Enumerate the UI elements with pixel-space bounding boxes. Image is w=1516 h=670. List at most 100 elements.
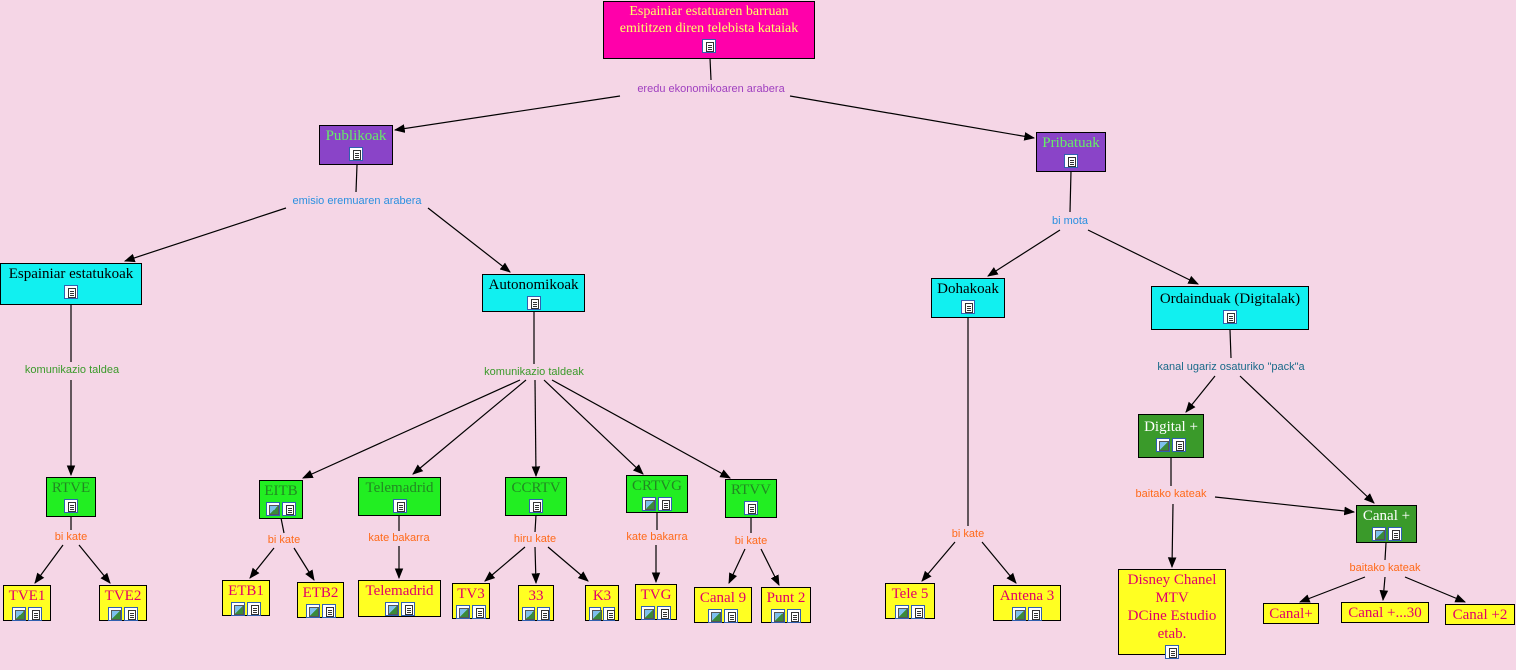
node-label: Publikoak [325, 128, 387, 144]
node-tvg[interactable]: TVG [635, 584, 677, 620]
image-icon[interactable] [522, 607, 535, 621]
node-label: Pribatuak [1042, 135, 1100, 151]
node-tele-5[interactable]: Tele 5 [885, 583, 935, 619]
node-publikoak[interactable]: Publikoak [319, 125, 393, 165]
image-icon[interactable] [384, 602, 399, 616]
node-autonomikoak[interactable]: Autonomikoak [482, 274, 585, 312]
node-label: Tele 5 [891, 586, 929, 602]
document-icon[interactable] [603, 607, 615, 621]
node-etb2[interactable]: ETB2 [297, 582, 344, 618]
document-icon[interactable] [124, 607, 138, 621]
image-icon[interactable] [456, 605, 470, 619]
node-label: Canal +...30 [1348, 605, 1422, 621]
document-icon[interactable] [349, 147, 363, 161]
link-label: bi mota [1049, 215, 1091, 227]
image-icon[interactable] [12, 607, 26, 621]
document-icon[interactable] [282, 502, 296, 516]
node-k3[interactable]: K3 [585, 585, 619, 621]
node-disney-chanel[interactable]: Disney Chanel MTV DCine Estudio etab. [1118, 569, 1226, 659]
node-tve1[interactable]: TVE1 [3, 585, 51, 621]
node-canal-plus-2[interactable]: Canal +2 [1445, 604, 1515, 625]
document-icon[interactable] [64, 499, 78, 513]
node-eitb[interactable]: EITB [259, 480, 303, 519]
link-label: bi kate [732, 535, 770, 547]
document-icon[interactable] [911, 605, 925, 619]
node-rtvv[interactable]: RTVV [725, 479, 777, 518]
node-ordainduak[interactable]: Ordainduak (Digitalak) [1151, 286, 1309, 330]
node-canal-plus-1[interactable]: Canal+ [1263, 603, 1319, 624]
node-label: Ordainduak (Digitalak) [1159, 291, 1301, 307]
document-icon[interactable] [28, 607, 42, 621]
image-icon[interactable] [642, 497, 656, 511]
document-icon[interactable] [472, 605, 486, 619]
node-etb1[interactable]: ETB1 [222, 580, 270, 616]
node-espainiar-estatukoak[interactable]: Espainiar estatukoak [0, 263, 142, 305]
document-icon[interactable] [1387, 527, 1402, 541]
document-icon[interactable] [321, 604, 336, 618]
document-icon[interactable] [1223, 310, 1237, 324]
document-icon[interactable] [1028, 607, 1042, 621]
node-telemadrid-leaf[interactable]: Telemadrid [358, 580, 441, 617]
node-canal-9[interactable]: Canal 9 [694, 587, 752, 623]
document-icon[interactable] [526, 296, 541, 310]
node-canal-plus-30[interactable]: Canal +...30 [1341, 602, 1429, 623]
node-label-line: MTV [1155, 590, 1189, 606]
node-canal-plus[interactable]: Canal + [1356, 505, 1417, 543]
node-crtvg[interactable]: CRTVG [626, 475, 688, 513]
link-label: baitako kateak [1133, 488, 1209, 500]
document-icon[interactable] [1172, 438, 1186, 452]
document-icon[interactable] [1064, 154, 1078, 168]
node-label: EITB [264, 483, 298, 499]
image-icon[interactable] [771, 609, 785, 623]
link-label: komunikazio taldea [22, 364, 122, 376]
document-icon[interactable] [787, 609, 801, 623]
node-label: TVG [640, 587, 672, 603]
document-icon[interactable] [724, 609, 738, 623]
document-icon[interactable] [247, 602, 261, 616]
document-icon[interactable] [702, 39, 716, 53]
node-antena-3[interactable]: Antena 3 [993, 585, 1061, 621]
node-root-line-2: emititzen diren telebista kataiak [619, 21, 799, 36]
link-label: bi kate [265, 534, 303, 546]
document-icon[interactable] [529, 499, 543, 513]
node-label: Canal 9 [699, 590, 747, 606]
document-icon[interactable] [537, 607, 550, 621]
node-label: Antena 3 [999, 588, 1055, 604]
node-telemadrid[interactable]: Telemadrid [358, 477, 441, 516]
document-icon[interactable] [1165, 645, 1179, 659]
image-icon[interactable] [1371, 527, 1386, 541]
image-icon[interactable] [231, 602, 245, 616]
node-label: K3 [592, 588, 612, 604]
document-icon[interactable] [657, 606, 671, 620]
image-icon[interactable] [1012, 607, 1026, 621]
node-dohakoak[interactable]: Dohakoak [931, 278, 1005, 318]
document-icon[interactable] [961, 300, 975, 314]
document-icon[interactable] [392, 499, 407, 513]
link-label: bi kate [52, 531, 90, 543]
node-tv3[interactable]: TV3 [452, 583, 490, 619]
image-icon[interactable] [266, 502, 280, 516]
image-icon[interactable] [708, 609, 722, 623]
node-label: Canal +2 [1452, 607, 1508, 623]
node-tve2[interactable]: TVE2 [99, 585, 147, 621]
node-label: CCRTV [511, 480, 561, 496]
document-icon[interactable] [64, 285, 78, 299]
image-icon[interactable] [641, 606, 655, 620]
image-icon[interactable] [895, 605, 909, 619]
node-ccrtv[interactable]: CCRTV [505, 477, 567, 516]
document-icon[interactable] [400, 602, 415, 616]
node-pribatuak[interactable]: Pribatuak [1036, 132, 1106, 172]
image-icon[interactable] [589, 607, 602, 621]
image-icon[interactable] [305, 604, 320, 618]
image-icon[interactable] [108, 607, 122, 621]
document-icon[interactable] [744, 501, 758, 515]
node-rtve[interactable]: RTVE [46, 477, 96, 517]
node-digital-plus[interactable]: Digital + [1138, 414, 1204, 458]
image-icon[interactable] [1156, 438, 1170, 452]
node-root[interactable]: Espainiar estatuaren barruan emititzen d… [603, 1, 815, 59]
link-label: kate bakarra [624, 531, 690, 543]
node-punt-2[interactable]: Punt 2 [761, 587, 811, 623]
document-icon[interactable] [658, 497, 672, 511]
node-33[interactable]: 33 [518, 585, 554, 621]
